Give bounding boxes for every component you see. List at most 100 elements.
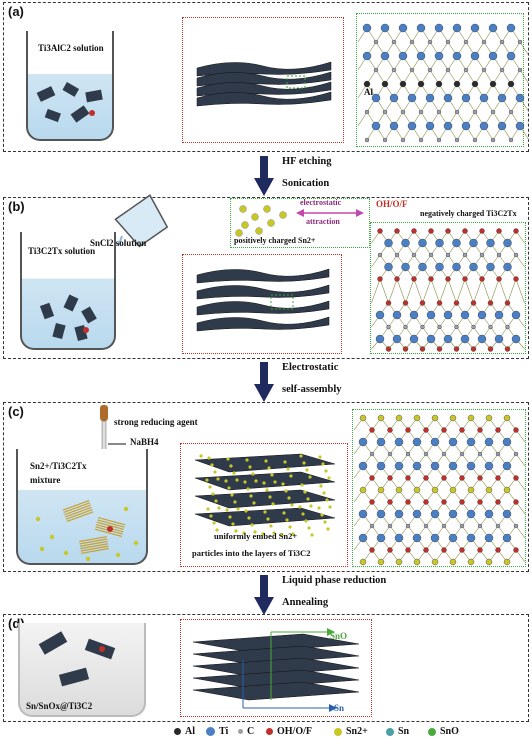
atom	[419, 346, 426, 352]
atom	[486, 238, 495, 248]
zoom-box-c	[180, 443, 348, 567]
atom	[490, 137, 496, 143]
sn-ion	[235, 229, 243, 237]
panel-label-c: (c)	[8, 404, 24, 419]
sno-arrowhead	[327, 628, 335, 636]
atom	[462, 228, 468, 234]
atom	[484, 509, 494, 519]
atom	[484, 437, 494, 447]
sn-particle	[288, 525, 292, 529]
sn-particle	[269, 524, 273, 528]
beaker-title-b: Ti3C2Tx solution	[28, 246, 96, 256]
atom	[494, 310, 504, 320]
atom	[477, 427, 483, 433]
atom	[497, 121, 507, 131]
product-particles	[38, 631, 116, 687]
atom	[511, 334, 521, 344]
atom	[504, 300, 511, 306]
atom	[369, 547, 375, 553]
sn-particle	[284, 489, 288, 493]
beaker-product	[18, 623, 146, 717]
lattice-c	[353, 414, 526, 566]
atom	[387, 547, 393, 553]
atom	[358, 461, 368, 471]
sheet	[192, 633, 360, 653]
sn-particle	[230, 493, 234, 497]
sn-particle	[208, 485, 212, 489]
atom	[385, 346, 392, 352]
atom	[477, 499, 483, 505]
step-arrow-2	[254, 362, 274, 402]
atom	[412, 509, 422, 519]
atom	[459, 451, 465, 457]
sn-positive-label: positively charged Sn2+	[234, 236, 316, 245]
step-2-line-1: Electrostatic	[282, 362, 339, 373]
sn-particle	[323, 520, 327, 524]
atom	[472, 137, 478, 143]
atom	[453, 300, 460, 306]
beaker-ti3alc2	[26, 31, 114, 141]
atom	[445, 67, 451, 73]
sn-particle	[207, 456, 211, 460]
sn-particle	[248, 465, 252, 469]
sn-particle	[326, 527, 330, 531]
atom	[394, 509, 404, 519]
atom	[459, 547, 465, 553]
lattice-group	[357, 23, 530, 143]
atom	[513, 252, 519, 258]
sn-particle	[305, 468, 309, 472]
atom	[399, 80, 407, 88]
sn-particle	[225, 508, 229, 512]
atom	[375, 334, 385, 344]
atom	[452, 262, 461, 272]
atom	[423, 451, 429, 457]
atom	[377, 252, 383, 258]
step-arrow-1	[254, 156, 274, 196]
atom	[459, 499, 465, 505]
sn-particle	[327, 476, 331, 480]
atom	[469, 262, 478, 272]
atom	[409, 310, 419, 320]
sn-particle	[209, 514, 213, 518]
atom	[362, 51, 372, 61]
atom	[358, 509, 368, 519]
sn-particle	[321, 462, 325, 466]
flake-bundle	[62, 500, 94, 522]
embedded-sheets	[194, 453, 336, 537]
atom	[401, 262, 410, 272]
atom	[376, 509, 386, 519]
atom	[445, 252, 451, 258]
atom	[507, 80, 515, 88]
atom	[405, 499, 411, 505]
dropper	[100, 405, 108, 460]
atom	[430, 437, 440, 447]
layered-sheets-a	[196, 61, 332, 107]
atom	[394, 276, 400, 282]
pouring-beaker	[114, 194, 169, 248]
sn-particle	[271, 502, 275, 506]
atom	[377, 558, 385, 566]
sn-particle	[254, 479, 258, 483]
atom	[395, 558, 403, 566]
atom	[496, 276, 502, 282]
atom	[496, 252, 502, 258]
atom	[436, 300, 443, 306]
atom	[466, 437, 476, 447]
step-1-line-1: HF etching	[282, 156, 332, 167]
atom	[373, 39, 379, 45]
legend-sn: Sn	[386, 726, 409, 737]
flake-bundle	[79, 536, 109, 554]
atom	[411, 252, 417, 258]
atom	[479, 252, 485, 258]
atom	[436, 346, 443, 352]
atom	[405, 427, 411, 433]
atom	[454, 109, 460, 115]
sn-particle	[224, 479, 228, 483]
sn-particle	[251, 472, 255, 476]
atom	[504, 346, 511, 352]
atom	[430, 509, 440, 519]
atom	[392, 334, 402, 344]
atom	[479, 93, 489, 103]
atom	[398, 23, 408, 33]
atom	[387, 427, 393, 433]
